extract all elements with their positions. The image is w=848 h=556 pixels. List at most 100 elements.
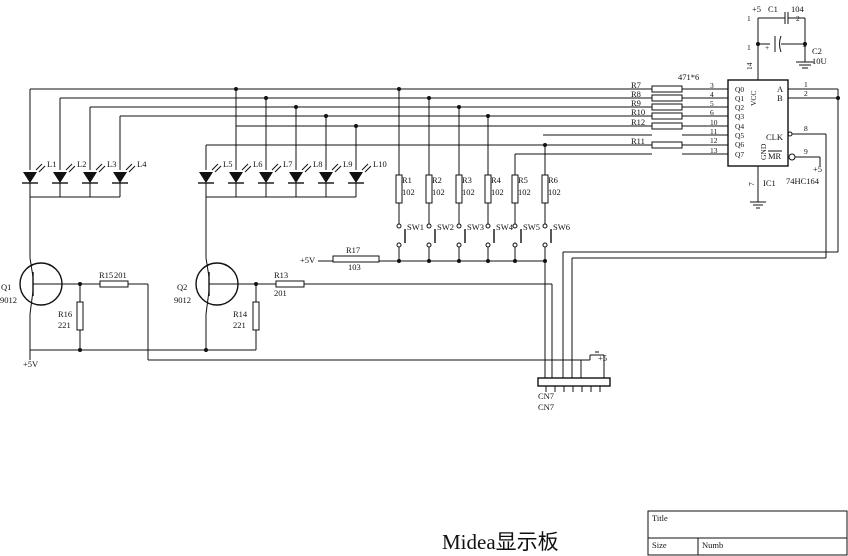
led-l2-ref: L2 xyxy=(77,159,86,169)
led-l9 xyxy=(319,172,333,183)
q2-collector xyxy=(205,257,210,278)
led-l2-rays xyxy=(65,163,76,173)
cn7-supply-label: +5 xyxy=(598,353,607,363)
ic1-pinnum-q6: 12 xyxy=(710,136,718,145)
res-array-value: 471*6 xyxy=(678,72,699,82)
ic1-pinnum-q5: 11 xyxy=(710,127,717,136)
number-label: Numb xyxy=(702,540,723,550)
pullup-r5-value: 102 xyxy=(518,187,531,197)
switch-sw5-ref: SW5 xyxy=(523,222,540,232)
res-r11-ref: R11 xyxy=(631,136,645,146)
c2-pin1: 1 xyxy=(747,43,751,52)
junction-dot xyxy=(234,87,238,91)
res-r8-ref: R8 xyxy=(631,89,641,99)
ic1-pin-q5: Q5 xyxy=(735,131,744,140)
junction-dot xyxy=(78,348,82,352)
cn7-ref-bottom: CN7 xyxy=(538,402,554,412)
led-l10 xyxy=(349,172,363,183)
c1-ref: C1 xyxy=(768,4,778,14)
led-l5-ref: L5 xyxy=(223,159,232,169)
ic1-pin-q7: Q7 xyxy=(735,150,744,159)
led-l9-ref: L9 xyxy=(343,159,352,169)
ic1-b-label: B xyxy=(777,93,783,103)
switch-sw4-contact-a xyxy=(485,223,491,229)
junction-dot xyxy=(543,143,547,147)
junction-dot xyxy=(294,105,298,109)
pullup-r2-ref: R2 xyxy=(432,175,442,185)
switch-sw4-contact-b xyxy=(485,242,491,248)
res-r7 xyxy=(651,85,683,93)
c1-value: 104 xyxy=(791,4,805,14)
ic1-vcc-label: VCC xyxy=(749,91,758,106)
switch-sw1-contact-a xyxy=(396,223,402,229)
ic1-pin-clk: 8 xyxy=(804,124,808,133)
res-r12 xyxy=(651,122,683,130)
pullup-r1-value: 102 xyxy=(402,187,415,197)
led-l8-ref: L8 xyxy=(313,159,322,169)
r16-value: 221 xyxy=(58,320,71,330)
ic1-pin-q0: Q0 xyxy=(735,85,744,94)
res-r9 xyxy=(651,103,683,111)
junction-dot xyxy=(756,42,760,46)
ic1-pin-gnd: 7 xyxy=(747,182,756,186)
ic1-pin-q3: Q3 xyxy=(735,112,744,121)
switch-sw5-contact-a xyxy=(512,223,518,229)
switch-sw3-contact-a xyxy=(456,223,462,229)
r16-ref: R16 xyxy=(58,309,72,319)
c2-ref: C2 xyxy=(812,46,822,56)
r13 xyxy=(275,280,305,288)
pullup-r5 xyxy=(511,174,519,204)
pullup-r4-ref: R4 xyxy=(491,175,502,185)
switch-sw2-ref: SW2 xyxy=(437,222,454,232)
pullup-r6-value: 102 xyxy=(548,187,561,197)
r14 xyxy=(252,301,260,331)
q2-body xyxy=(195,262,239,306)
led-l5 xyxy=(199,172,213,183)
res-r12-ref: R12 xyxy=(631,117,645,127)
pullup-r6 xyxy=(541,174,549,204)
junction-dot xyxy=(354,124,358,128)
pullup-r4 xyxy=(484,174,492,204)
res-r7-ref: R7 xyxy=(631,80,641,90)
ic1-pinnum-q1: 4 xyxy=(710,90,714,99)
res-r9-ref: R9 xyxy=(631,98,641,108)
junction-dot xyxy=(78,282,82,286)
led-l4-ref: L4 xyxy=(137,159,147,169)
ic1-pinnum-q3: 6 xyxy=(710,108,714,117)
junction-dot xyxy=(803,42,807,46)
led-l7-ref: L7 xyxy=(283,159,292,169)
vcc-bottom-label: +5V xyxy=(23,359,39,369)
pullup-r3-ref: R3 xyxy=(462,175,472,185)
size-label: Size xyxy=(652,540,667,550)
q1-collector xyxy=(29,257,34,278)
ic1-gnd-label: GND xyxy=(759,143,768,160)
r14-ref: R14 xyxy=(233,309,248,319)
led-l9-rays xyxy=(331,163,342,173)
ic1-pin-q1: Q1 xyxy=(735,94,744,103)
led-l7 xyxy=(259,172,273,183)
switch-sw6-contact-a xyxy=(542,223,548,229)
r13-value: 201 xyxy=(274,288,287,298)
switch-sw6-contact-b xyxy=(542,242,548,248)
r16 xyxy=(76,301,84,331)
ic1-body xyxy=(727,79,789,167)
mr-supply-label: +5 xyxy=(813,164,822,174)
led-l6-rays xyxy=(241,163,252,173)
ic1-pin-b: 2 xyxy=(804,89,808,98)
led-l10-ref: L10 xyxy=(373,159,387,169)
led-l10-rays xyxy=(361,163,372,173)
res-r11 xyxy=(651,141,683,149)
switch-sw3-ref: SW3 xyxy=(467,222,484,232)
switch-sw1-contact-b xyxy=(396,242,402,248)
ic1-pin-q6: Q6 xyxy=(735,140,744,149)
q1-part: 9012 xyxy=(0,295,17,305)
r14-value: 221 xyxy=(233,320,246,330)
ic1-mr-label: MR xyxy=(768,151,782,161)
caption: Midea显示板 xyxy=(442,530,559,554)
led-l3-rays xyxy=(95,163,106,173)
connector-cn7 xyxy=(537,377,611,387)
led-l7-rays xyxy=(271,163,282,173)
q1-ref: Q1 xyxy=(1,282,11,292)
ic1-part: 74HC164 xyxy=(786,176,820,186)
